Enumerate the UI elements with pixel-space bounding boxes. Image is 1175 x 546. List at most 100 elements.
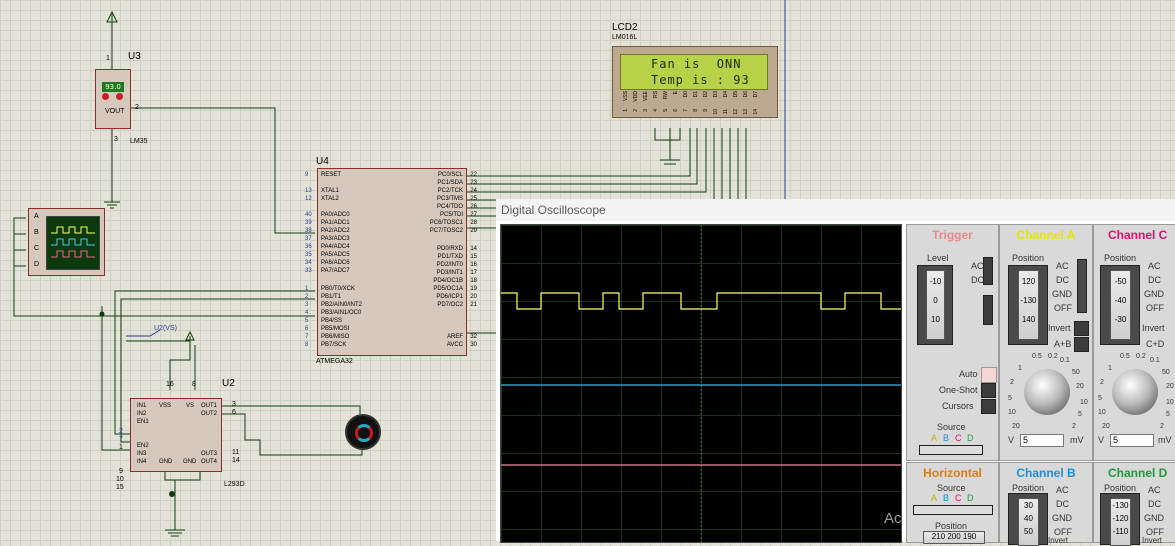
channel-a-coupling-switch[interactable] <box>1077 259 1087 313</box>
channel-a-ac[interactable]: AC <box>1056 261 1069 271</box>
u4-pin-30: AVCC <box>446 342 463 348</box>
channel-b-header: Channel B <box>1016 466 1076 480</box>
channel-a-position-slider[interactable]: 120 -130 140 <box>1008 265 1048 345</box>
trigger-oneshot-button[interactable] <box>981 383 996 398</box>
u4-part: ATMEGA32 <box>316 358 353 365</box>
u4-pin-number-25: 25 <box>470 196 477 202</box>
u4-pin-20: PD6/ICP1 <box>436 294 463 300</box>
u4-pin-number-38: 38 <box>305 228 312 234</box>
u4-pin-34: PA6/ADC6 <box>321 260 350 266</box>
channel-b-ac[interactable]: AC <box>1056 485 1069 495</box>
u4-pin-15: PD1/TXD <box>437 254 463 260</box>
channel-c-panel: Channel C Position -50 -40 -30 AC DC GND… <box>1093 224 1175 461</box>
channel-c-dc[interactable]: DC <box>1148 275 1161 285</box>
decrement-button[interactable] <box>102 93 109 100</box>
channel-a-off[interactable]: OFF <box>1054 303 1072 313</box>
u4-pin-number-12: 12 <box>305 196 312 202</box>
u3-ref: U3 <box>128 51 141 62</box>
u4-pin-number-7: 7 <box>305 334 309 340</box>
channel-a-invert-button[interactable] <box>1074 321 1089 336</box>
channel-d-off[interactable]: OFF <box>1146 527 1164 537</box>
dc-motor-fan[interactable] <box>345 414 381 450</box>
trigger-auto-button[interactable] <box>981 367 997 383</box>
u4-pin-number-17: 17 <box>470 270 477 276</box>
trigger-coupling-switch[interactable] <box>983 257 993 285</box>
oscilloscope-instrument[interactable] <box>28 208 105 276</box>
trigger-source-d[interactable]: D <box>967 433 974 443</box>
lm35-sensor[interactable]: 93.0 VOUT <box>95 69 131 129</box>
channel-a-combine-button[interactable] <box>1074 337 1089 352</box>
u4-pin-35: PA5/ADC5 <box>321 252 350 258</box>
u4-pin-number-28: 28 <box>470 220 477 226</box>
trigger-cursors-button[interactable] <box>981 399 996 414</box>
trigger-scale-top: -10 <box>929 277 942 286</box>
trigger-source-b[interactable]: B <box>943 433 950 443</box>
u3-pin2-label: 2 <box>135 104 139 111</box>
horizontal-source-d[interactable]: D <box>967 493 974 503</box>
u4-pin-number-5: 5 <box>305 318 309 324</box>
u4-pin-7: PB6/MISO <box>321 334 350 340</box>
u2-en2: EN2 <box>137 443 149 449</box>
u2-out1: OUT1 <box>201 403 218 409</box>
lcd-pin-vee: VEE <box>643 91 649 102</box>
channel-c-dial-9: 10 <box>1166 399 1174 406</box>
channel-a-dc[interactable]: DC <box>1056 275 1069 285</box>
channel-c-scale-top: -50 <box>1114 277 1127 286</box>
trigger-source-a[interactable]: A <box>931 433 938 443</box>
channel-d-position-slider[interactable]: -130 -120 -110 <box>1100 493 1140 546</box>
horizontal-source-slider[interactable] <box>913 505 993 515</box>
channel-a-position-label: Position <box>1012 253 1045 263</box>
channel-d-gnd[interactable]: GND <box>1144 513 1164 523</box>
channel-d-scale-bottom: -110 <box>1112 527 1129 536</box>
horizontal-panel: Horizontal Source A B C D Position 210 2… <box>906 462 999 544</box>
channel-c-value[interactable]: 5 <box>1110 434 1154 447</box>
channel-c-dial-10: 10 <box>1098 409 1106 416</box>
channel-b-off[interactable]: OFF <box>1054 527 1072 537</box>
channel-c-gnd[interactable]: GND <box>1144 289 1164 299</box>
horizontal-position-label: Position <box>935 521 968 531</box>
channel-c-ac[interactable]: AC <box>1148 261 1161 271</box>
horizontal-source-c[interactable]: C <box>955 493 962 503</box>
oscilloscope-title: Digital Oscilloscope <box>496 199 1175 221</box>
channel-c-off[interactable]: OFF <box>1146 303 1164 313</box>
channel-a-value[interactable]: 5 <box>1020 434 1064 447</box>
channel-a-gnd[interactable]: GND <box>1052 289 1072 299</box>
channel-d-dc[interactable]: DC <box>1148 499 1161 509</box>
horizontal-source-a[interactable]: A <box>931 493 938 503</box>
u2-en1-num: 1 <box>119 444 123 451</box>
horizontal-position-scale[interactable]: 210 200 190 <box>923 531 985 544</box>
u4-pin-number-29: 29 <box>470 228 477 234</box>
u2-part: L293D <box>224 481 245 488</box>
channel-a-dial-10: 10 <box>1008 409 1016 416</box>
u2-in2: IN2 <box>137 411 147 417</box>
channel-c-dial-8: 5 <box>1098 395 1102 402</box>
u2-out4-num: 14 <box>232 457 240 464</box>
channel-c-unit-mv: mV <box>1158 435 1172 445</box>
lcd-pin-d4: D4 <box>723 91 729 98</box>
channel-a-unit-mv: mV <box>1070 435 1084 445</box>
u4-pin-6: PB5/MOSI <box>321 326 350 332</box>
channel-c-volts-knob[interactable] <box>1112 369 1158 415</box>
lcd-pin-number-7: 7 <box>683 109 689 112</box>
channel-c-position-slider[interactable]: -50 -40 -30 <box>1100 265 1140 345</box>
channel-c-dial-6: 2 <box>1100 379 1104 386</box>
channel-b-dc[interactable]: DC <box>1056 499 1069 509</box>
u4-pin-number-26: 26 <box>470 204 477 210</box>
channel-a-volts-knob[interactable] <box>1024 369 1070 415</box>
channel-d-ac[interactable]: AC <box>1148 485 1161 495</box>
trigger-edge-switch[interactable] <box>983 295 993 325</box>
channel-c-unit-v: V <box>1098 435 1105 445</box>
channel-b-gnd[interactable]: GND <box>1052 513 1072 523</box>
trigger-level-slider[interactable]: -10 0 10 <box>917 265 953 345</box>
u4-pin-number-19: 19 <box>470 286 477 292</box>
trigger-source-c[interactable]: C <box>955 433 962 443</box>
channel-b-position-slider[interactable]: 30 40 50 <box>1008 493 1048 546</box>
increment-button[interactable] <box>116 93 123 100</box>
horizontal-source-b[interactable]: B <box>943 493 950 503</box>
oscilloscope-window[interactable]: Digital Oscilloscope Trigger Level -10 0… <box>496 199 1175 546</box>
l293d-driver[interactable]: IN1 IN2 EN1 EN2 IN3 IN4 VSS VS OUT1 OUT2… <box>130 398 222 472</box>
u2-vs-label: U2(VS) <box>154 325 177 332</box>
trigger-source-slider[interactable] <box>919 445 983 455</box>
